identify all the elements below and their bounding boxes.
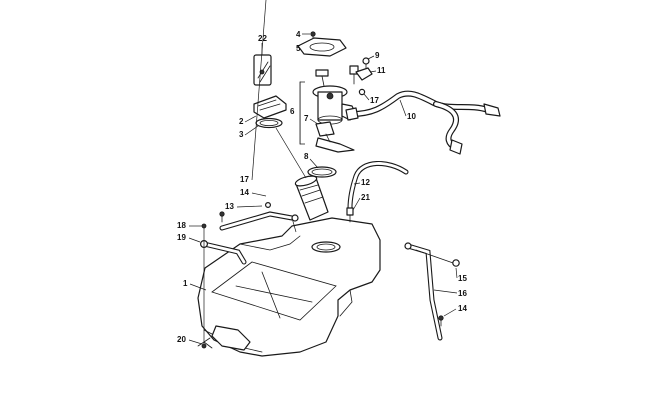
callout-13: 13 (225, 202, 234, 211)
fitting-9 (362, 57, 370, 71)
callout-20: 20 (177, 335, 186, 344)
vent-hose (347, 160, 409, 211)
callout-1: 1 (183, 279, 188, 288)
callout-18: 18 (177, 221, 186, 230)
callout-labels: 1 2 3 4 5 6 7 8 9 10 11 12 13 14 14 15 1… (177, 0, 467, 345)
callout-19: 19 (177, 233, 186, 242)
vent-fitting (346, 207, 354, 223)
callout-4: 4 (296, 30, 301, 39)
callout-9: 9 (375, 51, 380, 60)
callout-7: 7 (304, 114, 309, 123)
strap-right (404, 242, 460, 341)
callout-6: 6 (290, 107, 295, 116)
callout-11: 11 (377, 66, 386, 75)
callout-3: 3 (239, 130, 244, 139)
clip-17-lower (265, 202, 272, 209)
callout-22: 22 (258, 34, 267, 43)
screw-14-lower (438, 315, 444, 327)
fuel-hose (345, 90, 501, 155)
bracket-left (200, 223, 247, 349)
part-22 (253, 54, 272, 86)
callout-14b: 14 (458, 304, 467, 313)
callout-21: 21 (361, 193, 370, 202)
callout-14a: 14 (240, 188, 249, 197)
lock-ring (297, 37, 347, 57)
fuel-tank (197, 217, 381, 357)
callout-2: 2 (239, 117, 244, 126)
fuel-cap (253, 95, 287, 119)
callout-8: 8 (304, 152, 309, 161)
callout-17a: 17 (370, 96, 379, 105)
screw-14-upper (219, 211, 225, 223)
filler-neck (294, 175, 329, 221)
callout-17b: 17 (240, 175, 249, 184)
callout-15: 15 (458, 274, 467, 283)
callout-5: 5 (296, 44, 301, 53)
elbow-11 (355, 67, 373, 81)
callout-10: 10 (407, 112, 416, 121)
fuel-pump (312, 65, 359, 153)
callout-16: 16 (458, 289, 467, 298)
strap-left (219, 211, 299, 233)
clamp-17-upper (358, 88, 366, 96)
callout-12: 12 (361, 178, 370, 187)
